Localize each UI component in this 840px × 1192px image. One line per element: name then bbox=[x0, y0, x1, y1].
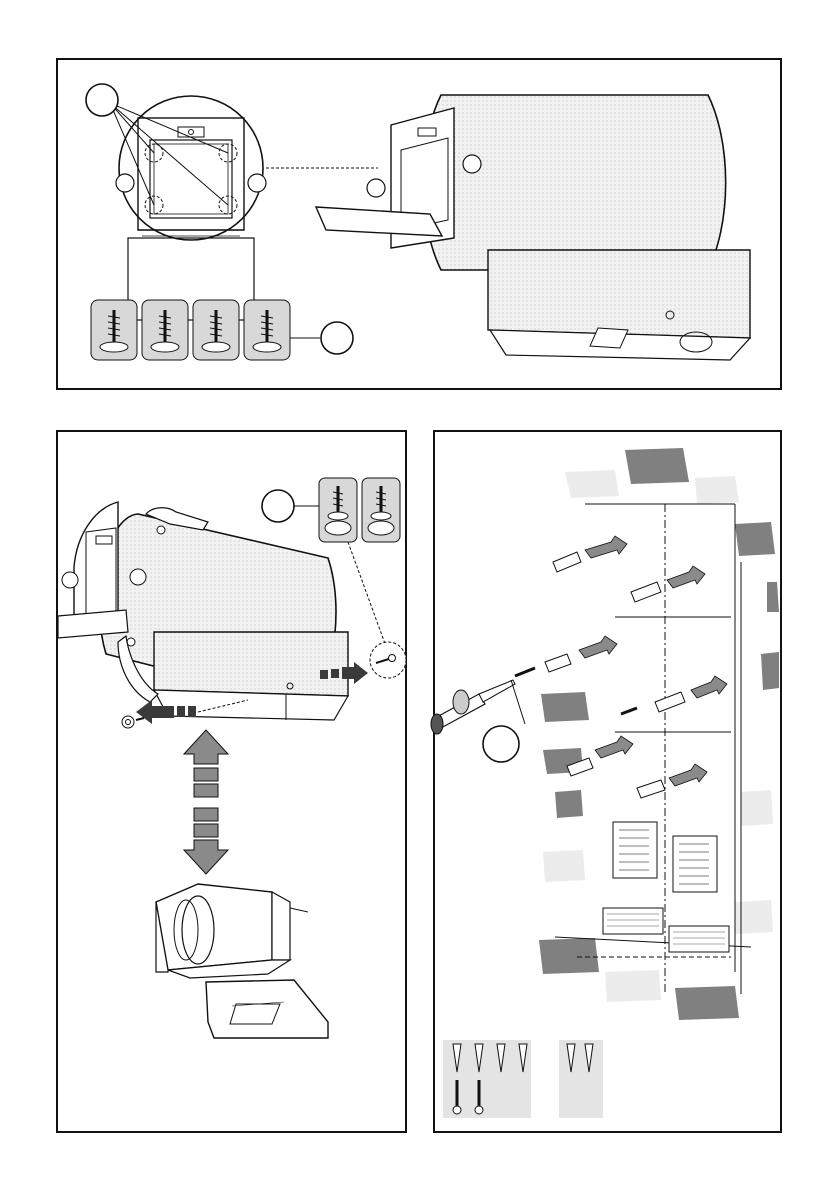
plug-kit-small bbox=[559, 1040, 603, 1118]
bottom-left-panel bbox=[56, 430, 407, 1133]
callout-top-detail bbox=[86, 84, 118, 116]
screw-icon bbox=[142, 300, 188, 360]
washer-screw-icon bbox=[362, 478, 400, 542]
screw-icon bbox=[244, 300, 290, 360]
callout-left-screws bbox=[262, 490, 294, 522]
washer-screw-icon bbox=[122, 716, 144, 728]
top-panel-drawing bbox=[58, 60, 784, 392]
cylinder-hood bbox=[316, 95, 750, 360]
callout-right-screw bbox=[483, 726, 519, 762]
plug-kit-large bbox=[443, 1040, 531, 1118]
arrow-icon bbox=[579, 536, 727, 786]
cylinder-hood bbox=[36, 497, 348, 720]
screw-icon bbox=[91, 300, 137, 360]
motor-housing bbox=[156, 884, 328, 1038]
bottom-right-panel bbox=[433, 430, 782, 1133]
mounting-template bbox=[555, 504, 751, 994]
arrow-icon bbox=[184, 730, 228, 874]
callout-top-screws bbox=[321, 322, 353, 354]
bottom-left-drawing bbox=[58, 432, 409, 1135]
screw-set bbox=[91, 300, 353, 360]
washer-screw-icon bbox=[319, 478, 357, 542]
top-panel bbox=[56, 58, 782, 390]
bottom-right-drawing bbox=[435, 432, 784, 1135]
detail-magnifier bbox=[110, 96, 266, 320]
screw-icon bbox=[193, 300, 239, 360]
